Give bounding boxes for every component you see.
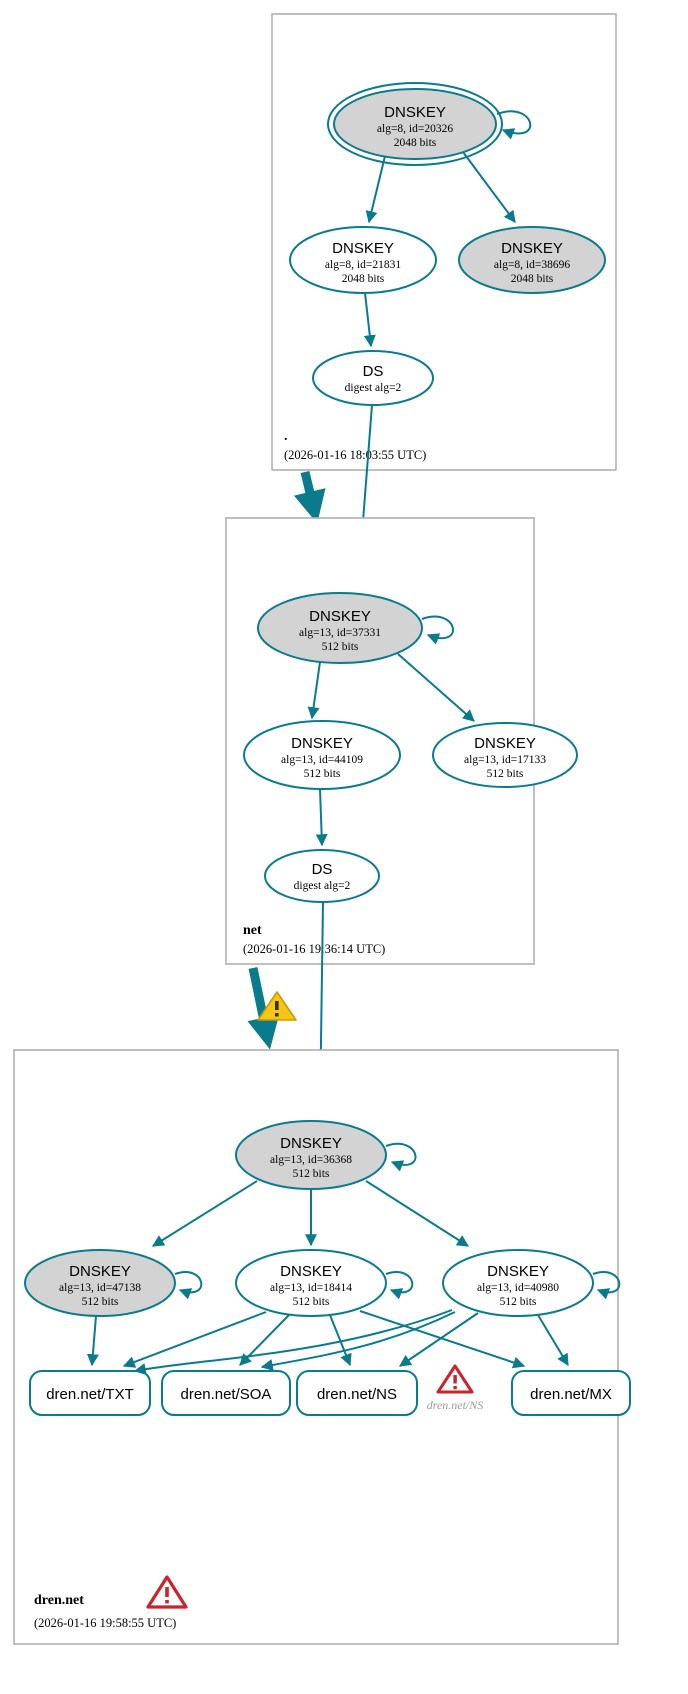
node-root-alt-key-line2: alg=8, id=38696 bbox=[494, 259, 570, 271]
rrset-box-txt[interactable] bbox=[29, 1370, 151, 1416]
node-dren-zsk3-line3: 512 bits bbox=[500, 1296, 537, 1308]
rrset-box-mx[interactable] bbox=[511, 1370, 631, 1416]
node-dren-zsk1-line3: 512 bits bbox=[82, 1296, 119, 1308]
node-dren-zsk2-line3: 512 bits bbox=[293, 1296, 330, 1308]
edge-dren-ksk-to-zsk1 bbox=[151, 1180, 258, 1247]
zone-label-dren-net: dren.net bbox=[34, 1593, 84, 1608]
rrset-error-ghost-label: dren.net/NS bbox=[427, 1398, 484, 1412]
node-net-zsk-title: DNSKEY bbox=[291, 735, 353, 752]
node-net-alt-key-title: DNSKEY bbox=[474, 735, 536, 752]
root-ksk-outer-ring bbox=[327, 82, 503, 166]
delegation-net-to-dren-net bbox=[247, 967, 280, 1050]
node-net-ds-title: DS bbox=[312, 861, 333, 878]
rrset-label-txt: dren.net/TXT bbox=[46, 1386, 134, 1403]
error-triangle-icon-ns bbox=[436, 1364, 474, 1394]
node-net-alt-key-line2: alg=13, id=17133 bbox=[464, 754, 546, 766]
node-net-alt-key[interactable] bbox=[432, 722, 578, 788]
rrset-label-mx: dren.net/MX bbox=[530, 1386, 612, 1403]
node-net-ds-line2: digest alg=2 bbox=[294, 880, 351, 892]
node-root-zsk-line2: alg=8, id=21831 bbox=[325, 259, 401, 271]
node-root-ksk-title: DNSKEY bbox=[384, 104, 446, 121]
node-root-ksk-line2: alg=8, id=20326 bbox=[377, 123, 453, 135]
rrset-label-ns: dren.net/NS bbox=[317, 1386, 397, 1403]
edge-zsk3-to-soa bbox=[260, 1311, 456, 1371]
zone-timestamp-root: (2026-01-16 18:03:55 UTC) bbox=[284, 448, 426, 462]
node-root-ksk-line3: 2048 bits bbox=[394, 137, 437, 149]
node-dren-zsk2-line2: alg=13, id=18414 bbox=[270, 1282, 352, 1294]
node-dren-ksk-line2: alg=13, id=36368 bbox=[270, 1154, 352, 1166]
node-root-zsk[interactable] bbox=[289, 226, 437, 294]
zone-label-root: . bbox=[284, 429, 288, 444]
node-root-ds-title: DS bbox=[363, 363, 384, 380]
rrset-box-ns[interactable] bbox=[296, 1370, 418, 1416]
node-dren-zsk2-title: DNSKEY bbox=[280, 1263, 342, 1280]
edge-root-ksk-to-alt bbox=[462, 151, 516, 223]
edge-zsk3-to-ns bbox=[399, 1312, 479, 1367]
node-net-ksk[interactable] bbox=[257, 592, 423, 664]
edge-root-zsk-to-ds bbox=[363, 292, 376, 348]
edge-root-ksk-to-zsk bbox=[365, 155, 386, 224]
node-dren-zsk3-title: DNSKEY bbox=[487, 1263, 549, 1280]
node-net-ksk-line2: alg=13, id=37331 bbox=[299, 627, 381, 639]
root-ksk-self-sign-loop bbox=[496, 110, 532, 140]
dren-zsk2-self-sign-loop bbox=[385, 1271, 414, 1300]
node-dren-zsk3[interactable] bbox=[442, 1249, 594, 1317]
zone-timestamp-net: (2026-01-16 19:36:14 UTC) bbox=[243, 942, 385, 956]
zone-label-net: net bbox=[243, 923, 262, 938]
edge-zsk2-to-mx bbox=[359, 1310, 526, 1369]
node-dren-zsk1-line2: alg=13, id=47138 bbox=[59, 1282, 141, 1294]
node-dren-ksk-title: DNSKEY bbox=[280, 1135, 342, 1152]
node-net-zsk[interactable] bbox=[243, 720, 401, 790]
edge-zsk2-to-txt bbox=[122, 1311, 267, 1368]
node-dren-zsk1[interactable] bbox=[24, 1249, 176, 1317]
edge-dren-ksk-to-zsk3 bbox=[365, 1180, 470, 1247]
dren-zsk3-self-sign-loop bbox=[592, 1271, 621, 1300]
dren-zsk1-self-sign-loop bbox=[174, 1271, 203, 1300]
node-net-zsk-line3: 512 bits bbox=[304, 768, 341, 780]
node-dren-zsk2[interactable] bbox=[235, 1249, 387, 1317]
edge-net-ksk-to-alt bbox=[397, 653, 475, 722]
node-dren-zsk1-title: DNSKEY bbox=[69, 1263, 131, 1280]
node-root-ksk[interactable] bbox=[333, 88, 497, 160]
dren-ksk-self-sign-loop bbox=[385, 1142, 417, 1172]
net-ksk-self-sign-loop bbox=[421, 615, 454, 645]
node-net-zsk-line2: alg=13, id=44109 bbox=[281, 754, 363, 766]
node-root-zsk-title: DNSKEY bbox=[332, 240, 394, 257]
node-root-ds[interactable] bbox=[312, 350, 434, 406]
node-root-alt-key[interactable] bbox=[458, 226, 606, 294]
delegation-root-to-net bbox=[293, 470, 326, 524]
node-root-zsk-line3: 2048 bits bbox=[342, 273, 385, 285]
rrset-box-soa[interactable] bbox=[161, 1370, 291, 1416]
node-net-ksk-title: DNSKEY bbox=[309, 608, 371, 625]
edge-net-zsk-to-ds bbox=[315, 788, 328, 847]
zone-timestamp-dren-net: (2026-01-16 19:58:55 UTC) bbox=[34, 1616, 176, 1630]
node-dren-ksk-line3: 512 bits bbox=[293, 1168, 330, 1180]
edge-zsk3-to-mx bbox=[537, 1314, 569, 1367]
node-net-alt-key-line3: 512 bits bbox=[487, 768, 524, 780]
node-root-alt-key-title: DNSKEY bbox=[501, 240, 563, 257]
error-triangle-icon-zone bbox=[146, 1575, 188, 1609]
node-root-ds-line2: digest alg=2 bbox=[345, 382, 402, 394]
edge-net-ksk-to-zsk bbox=[307, 661, 321, 720]
edge-zsk1-to-txt bbox=[86, 1315, 99, 1367]
node-net-ksk-line3: 512 bits bbox=[322, 641, 359, 653]
edge-zsk2-to-soa bbox=[239, 1314, 290, 1366]
rrset-label-soa: dren.net/SOA bbox=[181, 1386, 272, 1403]
edge-zsk2-to-ns bbox=[329, 1314, 352, 1367]
warning-triangle-icon bbox=[257, 991, 297, 1021]
node-dren-zsk3-line2: alg=13, id=40980 bbox=[477, 1282, 559, 1294]
node-root-alt-key-line3: 2048 bits bbox=[511, 273, 554, 285]
